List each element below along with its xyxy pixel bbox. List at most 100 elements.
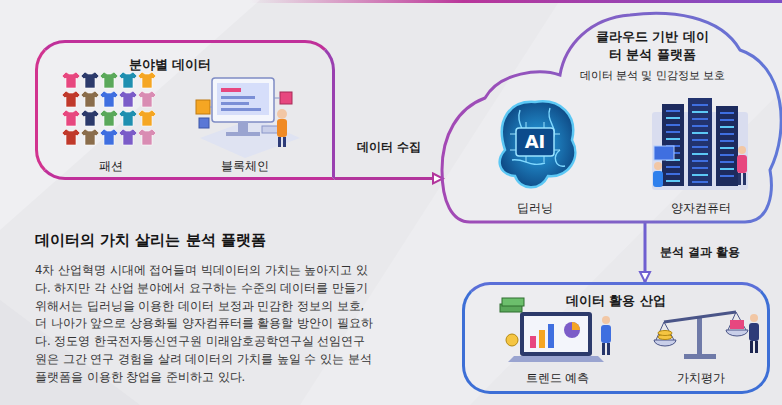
blockchain-illustration-part	[210, 107, 212, 108]
value-scale-illustration-part	[658, 331, 672, 336]
rack-light	[720, 119, 734, 121]
quantum-computer-illustration-part	[653, 171, 663, 187]
quantum-computer-illustration-part	[716, 106, 738, 186]
deep-learning-brain-part	[544, 122, 545, 128]
clothing-piece	[81, 91, 99, 107]
rack-light	[692, 174, 708, 176]
rack-lights	[666, 104, 734, 183]
quantum-computer-illustration-part	[662, 104, 684, 186]
value-scale-illustration	[654, 312, 759, 359]
rack-light	[720, 154, 734, 156]
value-scale-illustration-part	[726, 330, 748, 336]
quantum-computer-illustration-part	[743, 173, 746, 185]
rack-light	[720, 175, 734, 177]
quantum-computer-illustration	[652, 98, 748, 190]
illustration-item: 딥러닝	[486, 96, 584, 216]
background-shapes-part	[250, 0, 782, 3]
deep-learning-brain-part	[554, 134, 560, 135]
rack-light	[692, 146, 708, 148]
text-group: 딥러닝	[486, 201, 584, 216]
value-scale-illustration-part	[654, 340, 676, 346]
trend-illustration-part	[607, 343, 610, 355]
text-group: 클라우드 기반 데이터 분석 플랫폼데이터 분석 및 민감정보 보호	[440, 10, 775, 83]
box-heading: 분야별 데이터	[129, 57, 211, 74]
text-group: 트렌드 예측	[495, 371, 620, 386]
blockchain-illustration-part	[196, 100, 210, 114]
blockchain-illustration-part	[278, 137, 281, 147]
rack-light	[692, 139, 708, 141]
deep-learning-brain-part	[510, 150, 516, 151]
item-label: 양자컴퓨터	[671, 201, 731, 216]
clothing-piece	[100, 91, 118, 107]
quantum-computer-illustration-part	[654, 146, 674, 160]
value-scale-illustration-part	[730, 320, 744, 329]
deep-learning-brain-part	[510, 134, 516, 135]
trend-illustration-part	[602, 316, 610, 324]
clothing-piece	[81, 72, 99, 88]
clothing-piece	[138, 72, 156, 88]
text-group: 가치평가	[640, 371, 762, 386]
rack-light	[692, 153, 708, 155]
deep-learning-brain-part	[526, 122, 527, 128]
illustration-item: 패션	[55, 74, 167, 174]
illustration-item: 양자컴퓨터	[645, 96, 757, 216]
rack-light	[692, 118, 708, 120]
clothing-piece	[119, 91, 137, 107]
text-group: 블록체인	[185, 159, 305, 174]
blockchain-illustration	[196, 78, 300, 158]
rack-light	[666, 131, 680, 133]
item-label: 가치평가	[677, 371, 725, 386]
deep-learning-brain-part	[544, 156, 545, 162]
rack-light	[720, 126, 734, 128]
rack-light	[720, 140, 734, 142]
value-scale-illustration-part	[684, 354, 716, 359]
connector-label: 분석 결과 활용	[657, 243, 743, 262]
quantum-computer-illustration-part	[738, 173, 741, 185]
rack-light	[720, 161, 734, 163]
rack-light	[692, 181, 708, 183]
clothing-piece	[119, 72, 137, 88]
rack-light	[720, 133, 734, 135]
rack-light	[720, 112, 734, 114]
trend-illustration-part	[502, 298, 524, 306]
clothing-piece	[62, 91, 80, 107]
blockchain-illustration-part	[277, 109, 287, 119]
trend-illustration-part	[530, 336, 536, 348]
rack-light	[666, 166, 680, 168]
blockchain-illustration-part	[212, 78, 274, 122]
trend-illustration-part	[524, 316, 588, 352]
clothing-piece	[100, 129, 118, 145]
deep-learning-brain-part	[500, 101, 576, 187]
text-group: 분야별 데이터	[38, 43, 332, 74]
clothing-piece	[100, 110, 118, 126]
blockchain-illustration-part	[277, 119, 287, 137]
trend-illustration-part	[508, 356, 604, 362]
connector-arrow	[644, 222, 647, 282]
rack-light	[692, 111, 708, 113]
trend-illustration-part	[520, 312, 592, 356]
blockchain-illustration-part	[280, 92, 292, 104]
value-scale-illustration-part	[750, 314, 758, 322]
blockchain-illustration-part	[274, 98, 280, 99]
value-scale-illustration-part	[750, 341, 753, 353]
rack-light	[666, 138, 680, 140]
clothing-piece	[100, 72, 118, 88]
text-group: 데이터 활용 산업	[465, 285, 767, 310]
group-box: 분야별 데이터패션블록체인	[35, 40, 335, 180]
blockchain-illustration-part	[226, 132, 260, 136]
clothing-piece	[81, 110, 99, 126]
clothing-piece	[62, 129, 80, 145]
rack-light	[692, 160, 708, 162]
rack-light	[666, 117, 680, 119]
clothing-piece	[138, 110, 156, 126]
cloud-outline-path	[442, 13, 781, 222]
chip-label: AI	[518, 131, 552, 152]
box-subtitle: 데이터 분석 및 민감정보 보호	[567, 68, 739, 83]
clothing-piece	[81, 129, 99, 145]
clothing-piece	[138, 91, 156, 107]
blockchain-illustration-part	[221, 88, 241, 92]
blockchain-illustration-part	[221, 96, 255, 99]
